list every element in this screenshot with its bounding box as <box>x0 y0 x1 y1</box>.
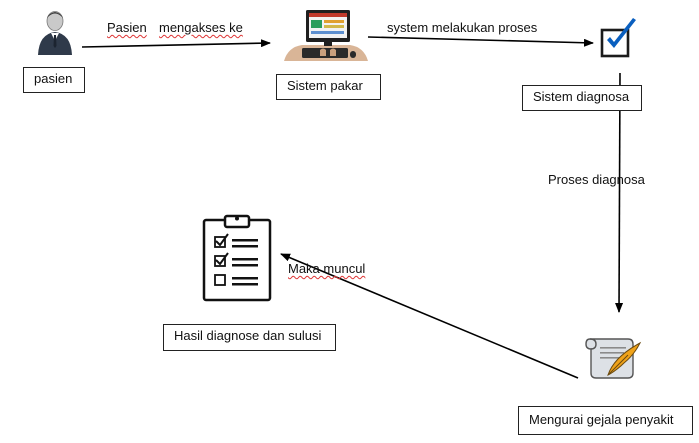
node-sistem-diagnosa: Sistem diagnosa <box>522 85 642 111</box>
computer-icon <box>284 10 368 61</box>
person-icon <box>38 11 72 55</box>
arrow-pasien-to-sistem-pakar <box>81 39 271 48</box>
edge-label-system-proses: system melakukan proses <box>387 20 538 35</box>
edge-label-proses-diagnosa: Proses diagnosa <box>548 172 645 187</box>
edge-label-maka-muncul: Maka muncul <box>288 261 366 276</box>
arrow-diagnosa-to-mengurai <box>615 72 624 313</box>
node-pasien: pasien <box>23 67 85 93</box>
arrow-mengurai-to-hasil <box>280 253 579 379</box>
arrow-sistem-pakar-to-diagnosa <box>367 36 594 47</box>
edge-label-pasien: Pasien <box>107 20 147 35</box>
checkbox-icon <box>600 18 636 58</box>
scroll-quill-icon <box>585 338 642 379</box>
node-mengurai-gejala: Mengurai gejala penyakit <box>518 406 693 435</box>
node-sistem-pakar: Sistem pakar <box>276 74 381 100</box>
node-hasil-diagnose: Hasil diagnose dan sulusi <box>163 324 336 351</box>
edge-label-mengakses: mengakses ke <box>159 20 243 35</box>
clipboard-checklist-icon <box>202 214 272 302</box>
